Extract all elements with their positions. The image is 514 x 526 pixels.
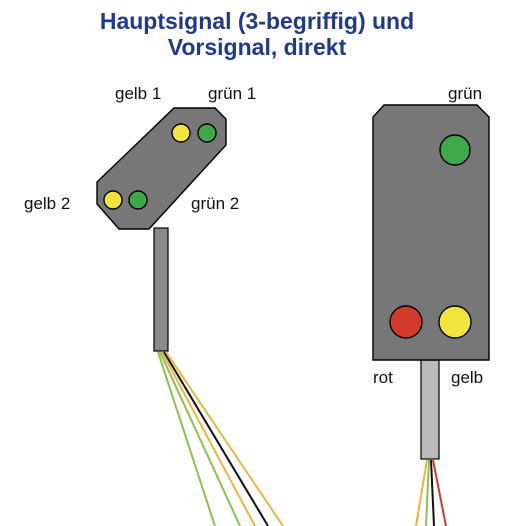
hauptsignal-wire-orange	[415, 459, 428, 526]
vorsignal-wire-green-2	[159, 351, 241, 526]
vorsignal-lamp-gruen-1	[197, 123, 217, 143]
hauptsignal-mast	[420, 359, 440, 460]
label-gelb-1: gelb 1	[115, 84, 162, 103]
label-gelb-2: gelb 2	[24, 194, 71, 213]
label-rot: rot	[373, 368, 393, 387]
hauptsignal-wires	[415, 459, 447, 526]
vorsignal-mast	[153, 227, 169, 352]
label-gruen: grün	[448, 84, 483, 103]
vorsignal-wire-orange-1	[161, 351, 256, 526]
vorsignal-wire-black	[163, 351, 269, 526]
diagram-title-line-1: Hauptsignal (3-begriffig) und	[99, 8, 415, 34]
vorsignal-lamp-gruen-2	[128, 190, 148, 210]
vorsignal-lamp-gelb-2	[103, 190, 123, 210]
diagram-title-line-2: Vorsignal, direkt	[167, 34, 347, 60]
hauptsignal-lamp-gelb	[438, 305, 472, 339]
label-gelb: gelb	[451, 368, 484, 387]
vorsignal	[96, 107, 227, 352]
hauptsignal-lamp-gruen	[439, 134, 471, 166]
label-gruen-2: grün 2	[191, 194, 240, 213]
hauptsignal-wire-black	[430, 459, 435, 526]
hauptsignal-wire-red	[432, 459, 447, 526]
vorsignal-lamp-gelb-1	[171, 123, 191, 143]
vorsignal-wires	[157, 351, 284, 526]
hauptsignal	[372, 104, 490, 460]
vorsignal-wire-orange-2	[165, 351, 284, 526]
label-gruen-1: grün 1	[208, 84, 257, 103]
hauptsignal-head	[372, 104, 490, 361]
hauptsignal-wire-green	[425, 459, 430, 526]
hauptsignal-lamp-rot	[389, 305, 423, 339]
vorsignal-wire-green-1	[157, 351, 216, 526]
